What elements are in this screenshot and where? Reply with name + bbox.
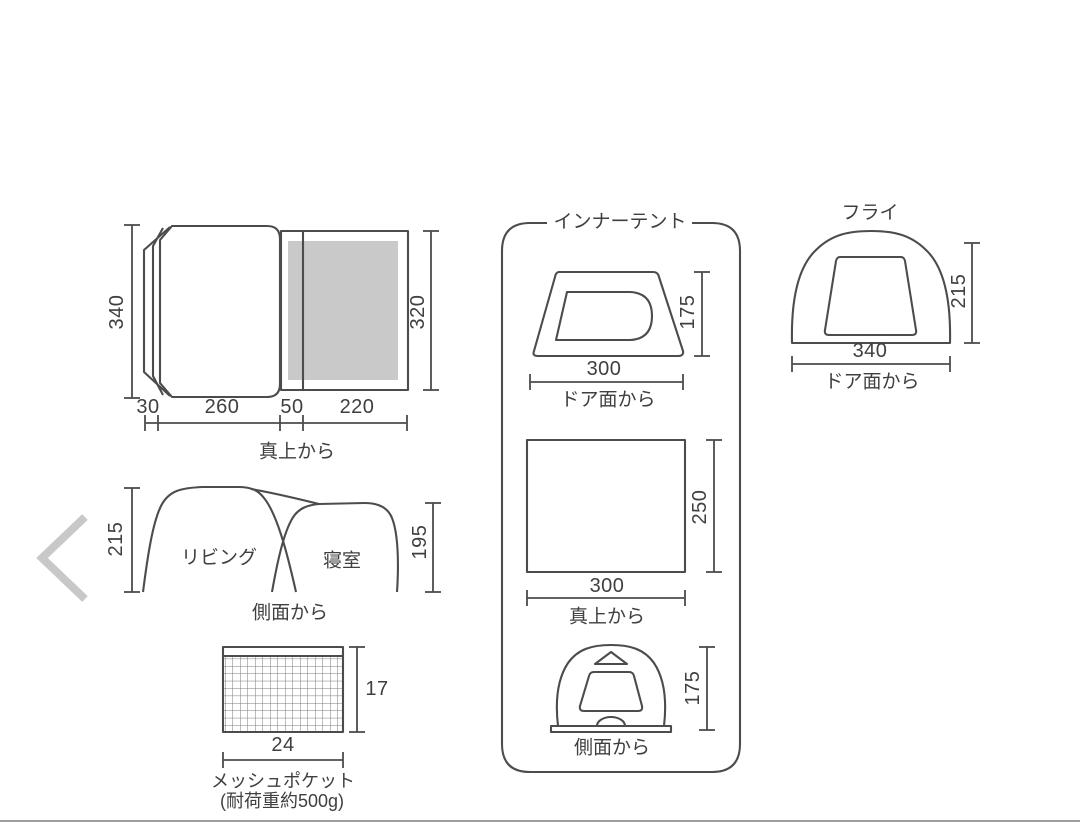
inner-tent-side-view: 175 側面から [549,643,715,759]
inner-tent-top-view-caption: 真上から [569,606,645,628]
inner-tent-side-outline [555,643,667,727]
dimension-17: 17 [349,646,388,733]
bedroom-dome-outline [318,501,399,593]
dimension-24: 24 [222,734,344,768]
dim-label-215: 215 [948,274,970,309]
dim-label-50: 50 [280,396,303,418]
dimension-175-side: 175 [682,646,715,731]
dimension-bottom-widths: 30 260 50 220 [136,396,408,431]
inner-tent-panel: インナーテント 175 300 ドア面から [500,212,742,774]
bedroom-label: 寝室 [323,550,361,572]
mesh-pocket-name: メッシュポケット [211,771,355,791]
inner-tent-floor-outline [525,438,687,574]
living-dome-outline [141,485,298,593]
overall-side-view: 215 195 リビング 寝室 側面から [105,485,441,624]
inner-tent-side-view-caption: 側面から [574,737,650,759]
dimension-340-fly: 340 [791,340,951,372]
dim-label-300: 300 [590,575,625,597]
dim-label-17: 17 [365,678,388,700]
dim-label-250: 250 [689,490,711,525]
dim-label-320: 320 [407,295,429,330]
inner-tent-door-opening [554,290,654,342]
dimension-215-fly: 215 [948,242,980,344]
living-footprint-outline [158,224,282,399]
chevron-left-icon[interactable] [36,514,88,602]
dim-label-215: 215 [105,522,127,557]
bedroom-dome-left-edge [270,502,320,593]
inner-tent-top-vent-triangle [593,650,629,666]
overall-side-view-caption: 側面から [252,602,328,624]
bedroom-inner-gray-area [288,241,398,380]
dim-label-260: 260 [205,396,240,418]
mesh-pocket-outline [221,645,345,734]
inner-tent-panel-border [500,221,742,774]
dim-label-175: 175 [677,295,699,330]
inner-tent-side-window [578,670,644,713]
carousel-prev-button[interactable] [36,514,88,602]
inner-tent-top-view: 250 300 真上から [525,438,722,628]
inner-tent-base-bar [549,724,673,734]
fly-ridge-line [250,487,320,506]
inner-tent-base-half-circle [595,715,627,727]
dim-label-340: 340 [106,295,128,330]
fly-title: フライ [841,203,898,224]
dimension-320: 320 [407,230,439,391]
dimension-300-door: 300 [529,358,684,390]
dim-label-300: 300 [587,358,622,380]
fly-view: フライ 215 340 ドア面から [790,203,980,393]
overall-top-view: 340 320 30 260 50 220 真上から [106,224,439,463]
fly-dome-outline [790,229,952,345]
dim-label-220: 220 [340,396,375,418]
living-room-label: リビング [181,547,257,569]
mesh-pocket-view: 17 24 メッシュポケット (耐荷重約500g) [211,645,388,811]
dim-label-24: 24 [271,734,294,756]
inner-tent-door-view: 175 300 ドア面から [529,270,710,411]
mesh-pocket-capacity-note: (耐荷重約500g) [220,791,344,811]
dim-label-30: 30 [136,396,159,418]
dimension-300-top: 300 [526,575,686,606]
mesh-grid-area [223,656,343,732]
dimension-195: 195 [409,502,441,593]
overall-top-view-caption: 真上から [259,441,335,463]
living-side-flap-outer [142,226,171,397]
dim-label-195: 195 [409,525,431,560]
dimension-340: 340 [106,224,140,399]
dim-label-340: 340 [853,340,888,362]
inner-tent-door-view-caption: ドア面から [560,390,655,411]
inner-tent-title: インナーテント [553,212,686,233]
dimension-215: 215 [105,487,140,593]
dimension-250: 250 [689,439,722,573]
fly-door-panel [823,255,918,337]
dim-label-175: 175 [682,671,704,706]
living-side-flap-inner [151,227,164,396]
inner-tent-door-face-outline [532,270,685,358]
dimension-175-door: 175 [677,271,710,357]
fly-door-view-caption: ドア面から [824,372,919,393]
